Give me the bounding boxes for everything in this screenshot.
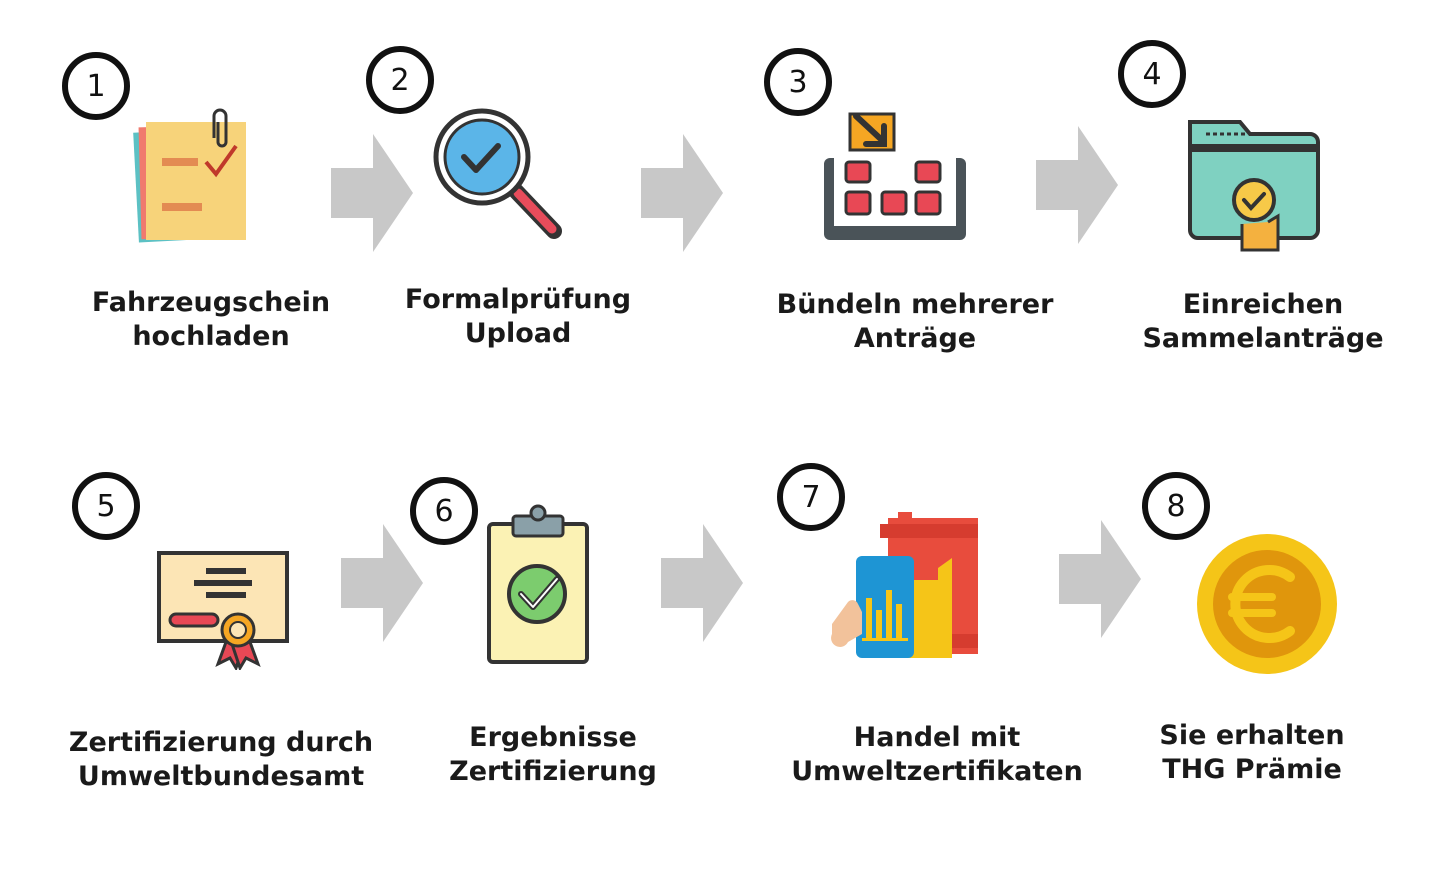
arrow-7-8 xyxy=(1059,520,1141,638)
euro-coin-icon xyxy=(1197,534,1337,674)
step-7-number: 7 xyxy=(777,463,845,531)
arrow-3-4 xyxy=(1036,126,1118,244)
step-3-number: 3 xyxy=(764,48,832,116)
arrow-2-3 xyxy=(641,134,723,252)
arrow-6-7 xyxy=(661,524,743,642)
step-8-number: 8 xyxy=(1142,472,1210,540)
step-1-number: 1 xyxy=(62,52,130,120)
arrow-1-2 xyxy=(331,134,413,252)
step-2-number: 2 xyxy=(366,46,434,114)
arrow-5-6 xyxy=(341,524,423,642)
step-6-number: 6 xyxy=(410,477,478,545)
folder-check-icon xyxy=(1188,120,1320,252)
step-5-number: 5 xyxy=(72,472,140,540)
step-4-number: 4 xyxy=(1118,40,1186,108)
trading-chart-icon xyxy=(831,512,978,658)
documents-checklist-icon xyxy=(133,108,246,243)
certificate-icon xyxy=(157,551,289,670)
magnifier-check-icon xyxy=(433,108,562,239)
bundle-box-icon xyxy=(824,112,966,240)
clipboard-check-icon xyxy=(487,504,589,664)
